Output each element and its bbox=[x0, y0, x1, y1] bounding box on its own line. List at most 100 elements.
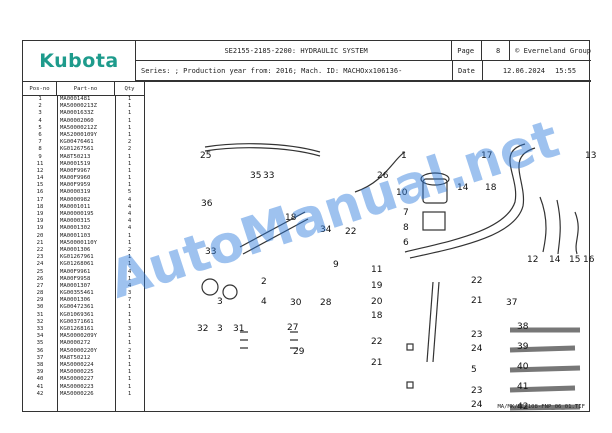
part-no: MA00002060 bbox=[60, 117, 94, 124]
pos-no: 28 bbox=[36, 290, 44, 297]
parts-sheet: Kubota SE2155-2185-2200: HYDRAULIC SYSTE… bbox=[22, 40, 596, 412]
callout-40: 40 bbox=[517, 362, 529, 372]
callout-16: 16 bbox=[583, 255, 595, 265]
pos-no: 3 bbox=[38, 110, 42, 117]
callout-1: 1 bbox=[401, 151, 407, 161]
qty: 1 bbox=[127, 369, 132, 376]
callout-24: 24 bbox=[471, 400, 483, 410]
part-no: KG00371661 bbox=[60, 318, 94, 325]
callout-36: 36 bbox=[201, 199, 213, 209]
pos-no: 26 bbox=[36, 275, 44, 282]
qty: 2 bbox=[127, 347, 132, 354]
callout-12: 12 bbox=[527, 255, 538, 265]
pos-no: 22 bbox=[36, 246, 44, 253]
part-no: KG00472361 bbox=[60, 304, 94, 311]
callout-6: 6 bbox=[403, 238, 409, 248]
qty: 3 bbox=[127, 326, 132, 332]
lift-rod bbox=[426, 281, 434, 363]
part-no: MA0001307 bbox=[60, 282, 91, 289]
callout-34: 34 bbox=[320, 225, 332, 235]
pos-no: 39 bbox=[36, 369, 44, 376]
callout-23: 23 bbox=[471, 330, 482, 340]
part-no: MA50000226 bbox=[60, 390, 94, 397]
part-no: MA50000224 bbox=[60, 361, 94, 368]
pos-no: 5 bbox=[38, 124, 42, 131]
hose-26 bbox=[354, 151, 406, 193]
qty: 1 bbox=[127, 182, 132, 189]
date-cell: 12.06.2024 15:55 bbox=[483, 61, 591, 80]
callout-39: 39 bbox=[517, 342, 529, 352]
pos-no: 6 bbox=[38, 131, 42, 138]
qty: 1 bbox=[127, 390, 132, 397]
time-value: 15:55 bbox=[555, 66, 577, 75]
callout-37: 37 bbox=[506, 298, 517, 308]
pos-no: 37 bbox=[36, 354, 44, 361]
callout-22: 22 bbox=[345, 227, 356, 237]
hose-12 bbox=[404, 143, 526, 253]
pos-no: 36 bbox=[36, 347, 44, 354]
drawing-reference: MA/MK/MES108-FNP_06_01.TIF bbox=[497, 404, 585, 410]
callout-3: 3 bbox=[217, 324, 223, 334]
pos-no: 17 bbox=[36, 196, 44, 203]
callout-2: 2 bbox=[261, 277, 267, 287]
callout-26: 26 bbox=[377, 171, 389, 181]
pos-no: 19 bbox=[36, 218, 44, 225]
valve-block bbox=[422, 211, 446, 231]
bolts-29 bbox=[240, 331, 298, 349]
callout-14: 14 bbox=[457, 183, 469, 193]
part-no: MA50000209Y bbox=[60, 333, 98, 340]
pos-no: 23 bbox=[36, 254, 44, 261]
col-header-pos: Pos-no bbox=[23, 82, 57, 95]
date-value: 12.06.2024 bbox=[502, 66, 546, 75]
qty: 1 bbox=[127, 175, 132, 182]
hose-39 bbox=[509, 345, 576, 353]
callout-18: 18 bbox=[285, 213, 297, 223]
part-no: MA50000212Z bbox=[60, 124, 98, 131]
part-no: MA0000272 bbox=[60, 340, 91, 347]
callout-3: 3 bbox=[217, 297, 223, 307]
callout-19: 19 bbox=[371, 281, 383, 291]
qty: 1 bbox=[127, 340, 132, 347]
pos-no: 1 bbox=[38, 96, 42, 102]
callout-8: 8 bbox=[403, 223, 409, 233]
callout-14: 14 bbox=[549, 255, 561, 265]
hose-25 bbox=[204, 143, 321, 153]
pos-no: 33 bbox=[36, 326, 44, 332]
qty: 1 bbox=[127, 275, 132, 282]
qty: 1 bbox=[127, 304, 132, 311]
callout-15: 15 bbox=[569, 255, 580, 265]
qty: 4 bbox=[127, 203, 132, 210]
callout-35: 35 bbox=[250, 171, 261, 181]
qty: 2 bbox=[127, 246, 132, 253]
qty: 4 bbox=[127, 196, 132, 203]
qty: 3 bbox=[127, 290, 132, 297]
oil-tank bbox=[422, 178, 448, 204]
part-no: MA0000319 bbox=[60, 189, 91, 196]
part-no: MA50000225 bbox=[60, 369, 94, 376]
part-no: MA0000982 bbox=[60, 196, 91, 203]
callout-13: 13 bbox=[585, 151, 596, 161]
pos-no: 40 bbox=[36, 376, 44, 383]
